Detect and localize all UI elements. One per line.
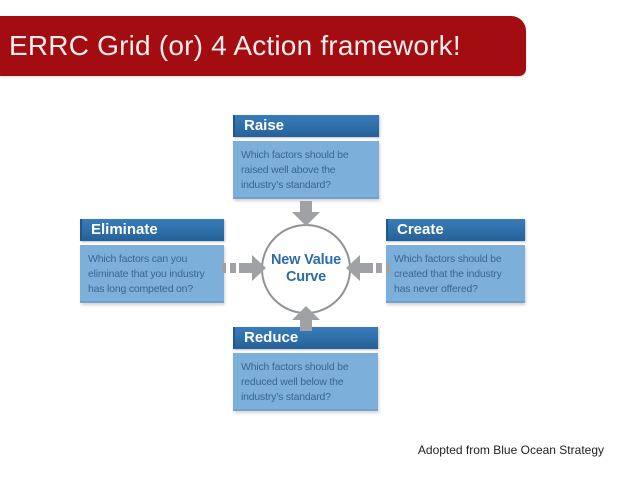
create-box-header: Create: [386, 219, 525, 241]
dashed-block-arrow-left-icon: [346, 255, 390, 281]
hub-label-line2: Curve: [285, 269, 327, 285]
new-value-curve-circle: New Value Curve: [261, 224, 351, 314]
credit-text: Adopted from Blue Ocean Strategy: [417, 443, 604, 457]
raise-box-question: Which factors should be raised well abov…: [233, 141, 379, 199]
block-arrow-down-icon: [292, 201, 320, 226]
dashed-block-arrow-right-icon: [222, 255, 266, 281]
hub-label-line1: New Value: [271, 252, 341, 269]
reduce-box-header: Reduce: [233, 327, 378, 349]
page-title: ERRC Grid (or) 4 Action framework!: [9, 30, 461, 61]
raise-box: Raise Which factors should be raised wel…: [233, 115, 379, 199]
title-banner: ERRC Grid (or) 4 Action framework!: [0, 16, 526, 76]
raise-box-header: Raise: [233, 115, 379, 137]
reduce-box: Reduce Which factors should be reduced w…: [233, 327, 378, 411]
eliminate-box: Eliminate Which factors can you eliminat…: [80, 219, 224, 303]
block-arrow-up-icon: [292, 306, 320, 331]
create-box-question: Which factors should be created that the…: [386, 245, 525, 303]
eliminate-box-question: Which factors can you eliminate that you…: [80, 245, 224, 303]
create-box: Create Which factors should be created t…: [386, 219, 525, 303]
eliminate-box-header: Eliminate: [80, 219, 224, 241]
reduce-box-question: Which factors should be reduced well bel…: [233, 353, 378, 411]
